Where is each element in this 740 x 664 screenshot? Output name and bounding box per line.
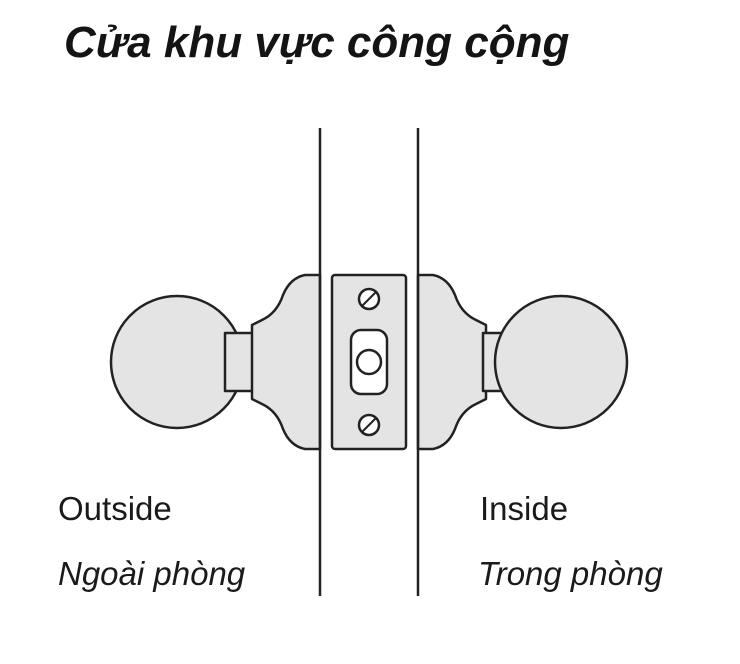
outside-knob — [109, 273, 322, 451]
latch-hole — [355, 348, 383, 376]
outside-rose — [250, 273, 322, 451]
latch-faceplate — [330, 273, 408, 451]
inside-label-vietnamese: Trong phòng — [478, 555, 663, 592]
outside-label-vietnamese: Ngoài phòng — [58, 555, 246, 592]
inside-knob — [416, 273, 629, 451]
inside-label: Inside — [480, 490, 569, 527]
outside-knob-ball — [109, 294, 245, 430]
inside-knob-ball — [493, 294, 629, 430]
diagram-title: Cửa khu vực công cộng — [64, 18, 570, 67]
outside-label: Outside — [58, 490, 172, 527]
outside-knob-neck — [223, 331, 257, 393]
inside-rose — [416, 273, 488, 451]
